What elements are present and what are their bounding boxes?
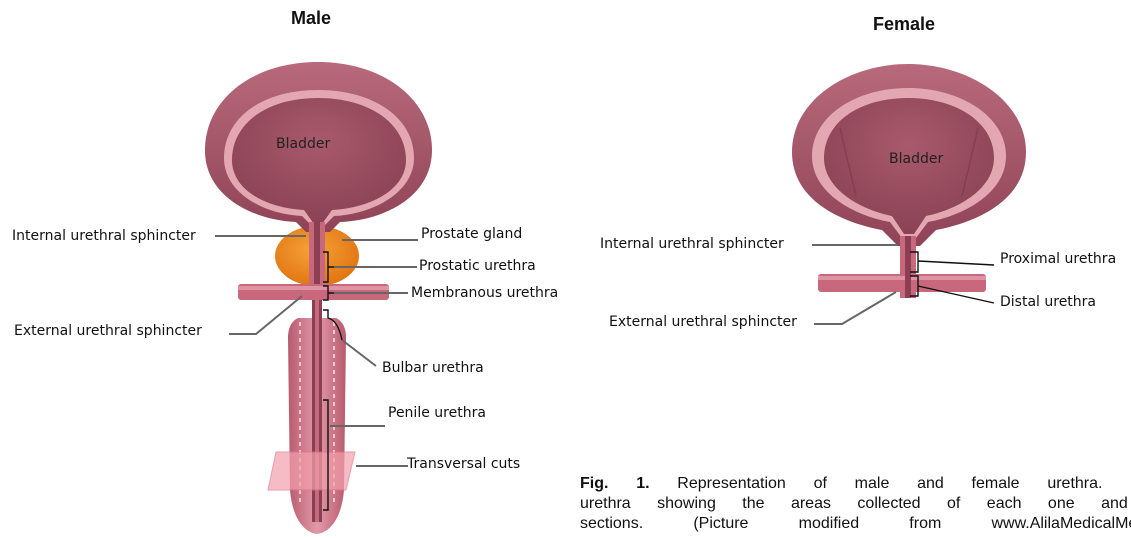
- figure-caption: Fig. 1. Representation of male and femal…: [580, 474, 1131, 538]
- female-title: Female: [873, 14, 935, 35]
- male-label-prostate-gland: Prostate gland: [421, 226, 522, 242]
- male-label-internal-sphincter: Internal urethral sphincter: [12, 228, 196, 244]
- caption-line-3: sections. (Picture modified from www.Ali…: [580, 514, 1131, 534]
- caption-line-1: Fig. 1. Representation of male and femal…: [580, 474, 1131, 494]
- caption-line-2: urethra showing the areas collected of e…: [580, 494, 1131, 514]
- male-label-external-sphincter: External urethral sphincter: [14, 323, 202, 339]
- female-label-proximal-urethra: Proximal urethra: [1000, 251, 1116, 267]
- male-label-bulbar-urethra: Bulbar urethra: [382, 360, 484, 376]
- male-label-prostatic-urethra: Prostatic urethra: [419, 258, 536, 274]
- female-label-internal-sphincter: Internal urethral sphincter: [600, 236, 784, 252]
- male-label-transversal-cuts: Transversal cuts: [407, 456, 520, 472]
- male-diagram: Bladder: [205, 62, 432, 534]
- female-diagram: Bladder: [792, 64, 1026, 324]
- male-bladder-label: Bladder: [276, 136, 330, 152]
- male-title: Male: [291, 8, 331, 29]
- transversal-cut-plane: [268, 452, 355, 490]
- caption-prefix: Fig. 1.: [580, 475, 650, 492]
- male-label-penile-urethra: Penile urethra: [388, 405, 486, 421]
- caption-line-1-text: Representation of male and female urethr…: [650, 475, 1131, 492]
- female-label-distal-urethra: Distal urethra: [1000, 294, 1096, 310]
- female-bladder-label: Bladder: [889, 151, 943, 167]
- male-label-membranous-urethra: Membranous urethra: [411, 285, 558, 301]
- female-label-external-sphincter: External urethral sphincter: [609, 314, 797, 330]
